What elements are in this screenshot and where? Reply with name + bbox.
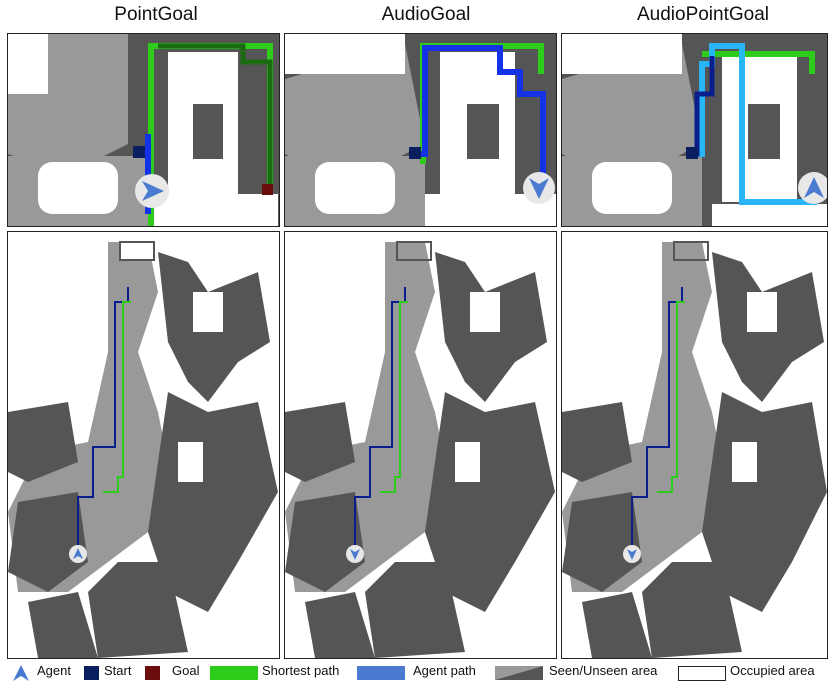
map-top-audiopointgoal [561, 33, 828, 227]
map-bottom-audiopointgoal [561, 231, 828, 659]
title-audiopointgoal: AudioPointGoal [636, 4, 770, 25]
map-top-audiogoal [284, 33, 557, 227]
legend-seen-label: Seen/Unseen area [549, 663, 658, 678]
legend-occupied-label: Occupied area [730, 663, 815, 678]
map-bottom-audiogoal [284, 231, 557, 659]
title-audiogoal: AudioGoal [381, 4, 471, 25]
map-bottom-pointgoal [7, 231, 280, 659]
legend-start-swatch [84, 666, 99, 680]
legend-seen-swatch [495, 666, 543, 680]
title-pointgoal: PointGoal [114, 4, 198, 25]
legend-shortest-label: Shortest path [262, 663, 340, 678]
legend-goal-label: Goal [172, 663, 200, 678]
legend-agent-label: Agent [37, 663, 71, 678]
legend-start-label: Start [104, 663, 132, 678]
map-top-pointgoal [7, 33, 280, 227]
legend-agent-path-swatch [357, 666, 405, 680]
legend-shortest-swatch [210, 666, 258, 680]
legend-occupied-swatch [678, 666, 726, 681]
legend: Agent Start Goal Shortest path Agent pat… [0, 662, 828, 683]
agent-icon [13, 665, 29, 681]
legend-agent-path-label: Agent path [413, 663, 476, 678]
legend-goal-swatch [145, 666, 160, 680]
